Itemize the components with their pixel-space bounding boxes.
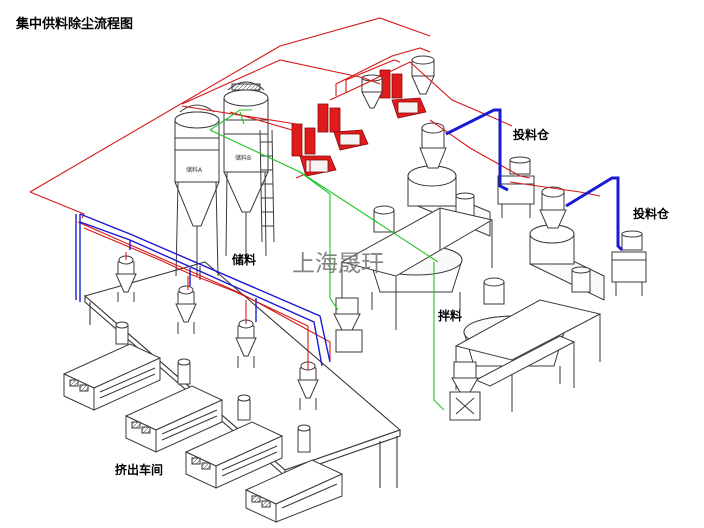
dust-collector-3: [379, 69, 427, 119]
feed-bin-2: [611, 230, 647, 296]
diagram-title: 集中供料除尘流程图: [16, 17, 134, 32]
hopper-3: [235, 319, 257, 368]
dust-pipeline: [29, 17, 601, 370]
silo-ladder: [259, 129, 275, 243]
extruder-3: [184, 394, 284, 489]
mixing-label: 拌料: [438, 309, 463, 323]
vacuum-pipeline: [75, 213, 331, 367]
dust-collector-2: [317, 103, 369, 151]
mixer-frames: [340, 207, 602, 412]
extruder-4: [244, 424, 344, 523]
extruder-1: [62, 321, 162, 411]
extruder-machines: [62, 321, 344, 523]
material-pipeline: [209, 109, 445, 411]
watermark-text: 上海晟玕: [292, 251, 384, 277]
dust-collectors: [291, 69, 427, 177]
dust-collector-1: [291, 123, 337, 177]
extruder-hoppers: [115, 255, 319, 410]
storage-silos: 储料A 储料B: [174, 81, 275, 277]
extruder-2: [124, 358, 224, 453]
storage-label: 储料: [232, 253, 257, 267]
feed-bin-label-1: 投料仓: [513, 128, 550, 142]
svg-text:储料A: 储料A: [186, 166, 203, 174]
feed-bin-vacuum-lines: [445, 108, 624, 252]
discharge-bins: [333, 297, 481, 421]
svg-text:储料B: 储料B: [235, 154, 251, 162]
cyclone-units: [361, 55, 435, 109]
feed-bin-label-2: 投料仓: [633, 207, 670, 221]
hopper-2: [175, 285, 197, 334]
extrusion-workshop-label: 挤出车间: [115, 463, 164, 477]
silo-1: 储料A: [174, 104, 220, 277]
